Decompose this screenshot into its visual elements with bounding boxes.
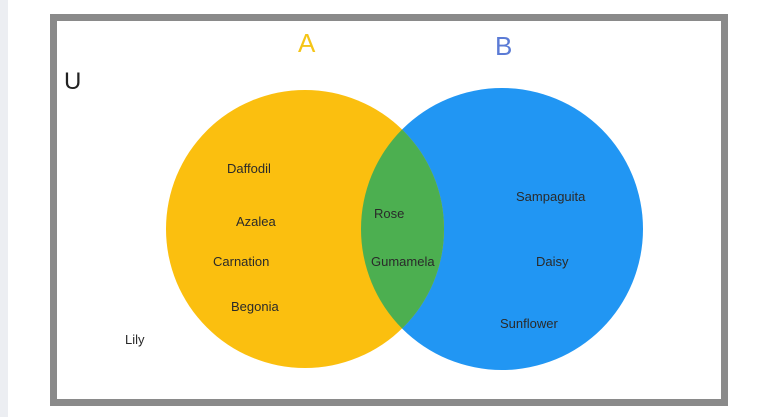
set-a-item: Carnation — [213, 254, 269, 269]
intersection-item: Gumamela — [371, 254, 435, 269]
set-a-item: Azalea — [236, 214, 277, 229]
set-a-item: Begonia — [231, 299, 279, 314]
set-a-item: Daffodil — [227, 161, 271, 176]
universe-label: U — [64, 68, 81, 95]
set-b-circle — [361, 88, 643, 370]
page-margin — [0, 0, 8, 417]
set-a-label: A — [298, 28, 316, 58]
intersection-item: Rose — [374, 206, 404, 221]
set-a-circle — [166, 90, 444, 368]
set-b-label: B — [495, 31, 512, 61]
universe-item: Lily — [125, 332, 145, 347]
set-b-item: Sunflower — [500, 316, 558, 331]
set-b-item: Daisy — [536, 254, 569, 269]
set-b-item: Sampaguita — [516, 189, 586, 204]
